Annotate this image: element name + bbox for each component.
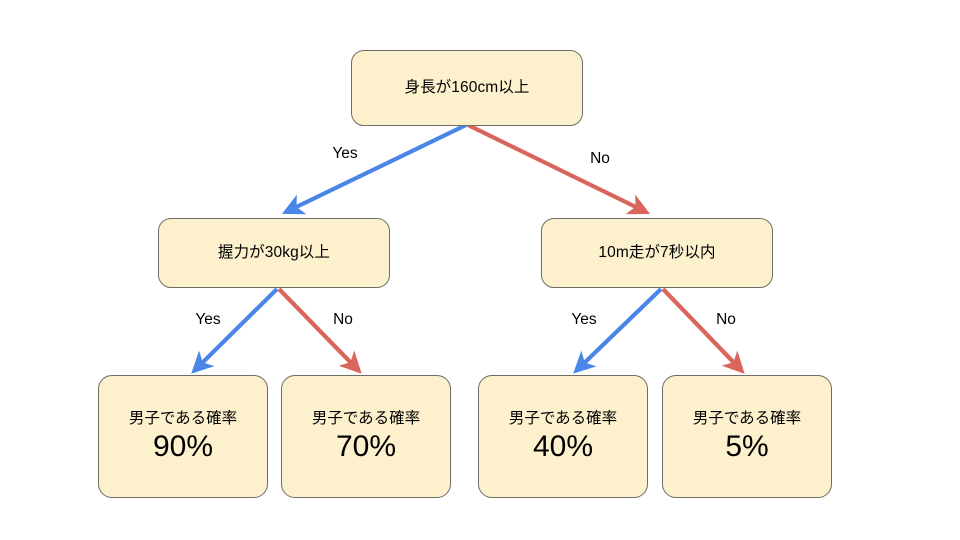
root-node[interactable]: 身長が160cm以上: [351, 50, 583, 126]
leaf-node-3-title: 男子である確率: [508, 409, 618, 427]
edge-label-root-no: No: [590, 150, 610, 167]
decision-node-right[interactable]: 10m走が7秒以内: [541, 218, 773, 288]
edge-label-right-yes: Yes: [571, 311, 597, 328]
leaf-node-2-title: 男子である確率: [311, 409, 421, 427]
edge-label-root-yes: Yes: [332, 145, 358, 162]
leaf-node-1-title: 男子である確率: [128, 409, 238, 427]
leaf-node-3[interactable]: 男子である確率 40%: [478, 375, 648, 498]
edge-label-right-no: No: [716, 311, 736, 328]
edge-root-no: [467, 123, 651, 215]
edge-left-no: [277, 287, 362, 374]
decision-node-left-label: 握力が30kg以上: [217, 243, 330, 261]
leaf-node-4[interactable]: 男子である確率 5%: [662, 375, 832, 498]
leaf-node-2[interactable]: 男子である確率 70%: [281, 375, 451, 498]
leaf-node-3-value: 40%: [532, 429, 594, 463]
decision-node-left[interactable]: 握力が30kg以上: [158, 218, 390, 288]
edge-left-yes: [191, 287, 279, 374]
edge-root-yes: [281, 123, 467, 215]
decision-node-right-label: 10m走が7秒以内: [598, 243, 716, 261]
edge-right-yes: [573, 287, 663, 374]
root-node-label: 身長が160cm以上: [404, 78, 530, 96]
edge-label-left-yes: Yes: [195, 311, 221, 328]
leaf-node-4-value: 5%: [725, 429, 769, 463]
edge-right-no: [661, 287, 745, 374]
leaf-node-1-value: 90%: [152, 429, 214, 463]
leaf-node-1[interactable]: 男子である確率 90%: [98, 375, 268, 498]
leaf-node-2-value: 70%: [335, 429, 397, 463]
edge-label-left-no: No: [333, 311, 353, 328]
leaf-node-4-title: 男子である確率: [692, 409, 802, 427]
